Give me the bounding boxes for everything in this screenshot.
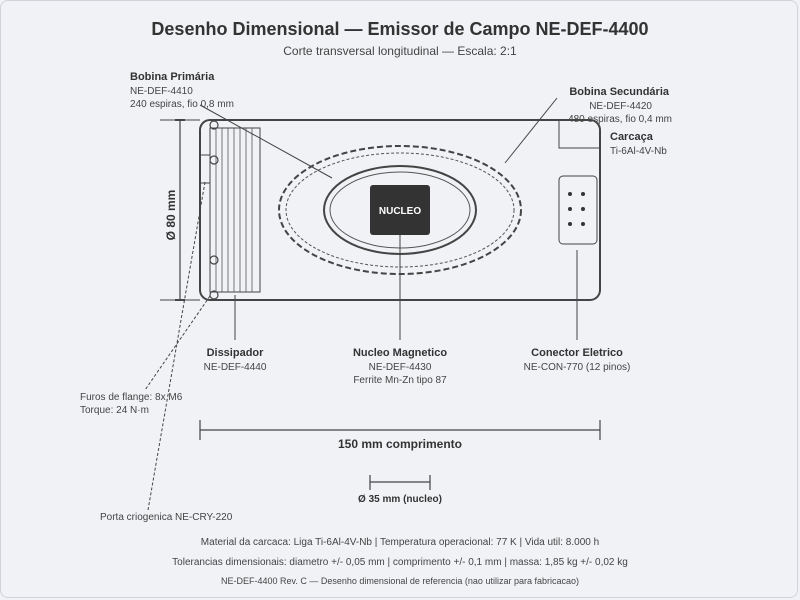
magnetic-core <box>370 185 430 235</box>
secondary-coil-spec: 480 espiras, fio 0,4 mm <box>568 114 672 125</box>
carcaca-bracket <box>558 120 600 149</box>
length-label: 150 mm comprimento <box>338 437 462 451</box>
core-spec: Ferrite Mn-Zn tipo 87 <box>353 375 447 386</box>
secondary-coil-title: Bobina Secundária <box>569 86 670 98</box>
primary-coil-spec: 240 espiras, fio 0,8 mm <box>130 99 234 110</box>
electrical-connector <box>558 175 598 245</box>
primary-coil-title: Bobina Primária <box>130 71 215 83</box>
footer-tolerances: Tolerancias dimensionais: diametro +/- 0… <box>172 557 628 568</box>
diameter-dimension <box>160 119 200 301</box>
drawing-title: Desenho Dimensional — Emissor de Campo N… <box>151 19 648 39</box>
leader-porta <box>147 181 206 511</box>
flange-hole <box>209 255 219 265</box>
secondary-coil-part: NE-DEF-4420 <box>589 101 652 112</box>
flange-hole <box>209 120 219 130</box>
core-title: Nucleo Magnetico <box>353 347 447 359</box>
leader-secondary <box>504 97 558 164</box>
heat-sink-body <box>209 127 261 293</box>
cryo-port <box>199 154 211 184</box>
flange-hole <box>209 155 219 165</box>
footer-material: Material da carcaca: Liga Ti-6Al-4V-Nb |… <box>201 537 599 548</box>
core-part: NE-DEF-4430 <box>369 362 432 373</box>
heat-sink <box>199 127 261 293</box>
flange-hole <box>209 290 219 300</box>
drawing-subtitle: Corte transversal longitudinal — Escala:… <box>283 44 517 58</box>
core-dimension <box>369 475 431 490</box>
primary-coil-part: NE-DEF-4410 <box>130 86 193 97</box>
leader-flange <box>144 295 211 391</box>
flange-torque: Torque: 24 N·m <box>80 405 149 416</box>
dissipador-title: Dissipador <box>207 347 265 359</box>
cryo-port-note: Porta criogenica NE-CRY-220 <box>100 512 233 523</box>
footer-revision: NE-DEF-4400 Rev. C — Desenho dimensional… <box>221 576 579 586</box>
flange-holes <box>209 120 219 300</box>
carcaca-spec: Ti-6Al-4V-Nb <box>610 146 667 157</box>
connector-pins <box>568 192 585 226</box>
length-dimension <box>199 420 601 440</box>
leader-lines <box>144 97 578 511</box>
connector-part: NE-CON-770 (12 pinos) <box>524 362 631 373</box>
leader-primary <box>199 104 333 179</box>
core-dimension-label: Ø 35 mm (nucleo) <box>358 494 442 505</box>
connector-body <box>558 175 598 245</box>
carcaca-title: Carcaça <box>610 131 654 143</box>
dissipador-part: NE-DEF-4440 <box>204 362 267 373</box>
heat-sink-fins <box>215 128 253 292</box>
connector-title: Conector Eletrico <box>531 347 623 359</box>
diameter-label: Ø 80 mm <box>164 190 178 241</box>
flange-note: Furos de flange: 8x M6 <box>80 392 183 403</box>
core-label: NUCLEO <box>379 206 421 217</box>
